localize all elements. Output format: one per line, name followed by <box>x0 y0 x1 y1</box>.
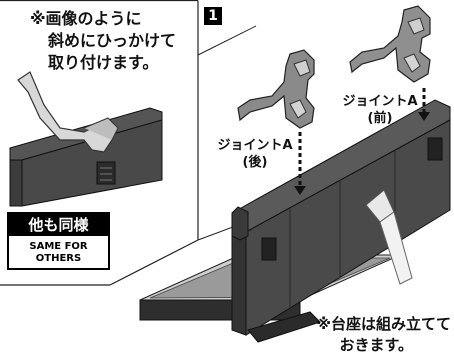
others-english: SAME FOR OTHERS <box>9 241 108 265</box>
bottom-note-line1: ※台座は組み立てて <box>316 315 451 333</box>
joint-front-label-line1: ジョイントA <box>342 94 418 109</box>
others-title-jp: 他も同様 <box>9 214 108 236</box>
inset-instruction-note: ※画像のように 斜めにひっかけて 取り付けます。 <box>30 8 195 74</box>
base-stand <box>139 99 451 343</box>
joint-front-label-line2: (前) <box>367 111 393 126</box>
joint-back-label-line2: (後) <box>242 155 268 170</box>
base-assembly-note: ※台座は組み立てて おきます。 <box>291 314 451 356</box>
same-for-others-box: 他も同様 SAME FOR OTHERS <box>7 212 110 270</box>
joint-a-front-label: ジョイントA (前) <box>321 93 439 127</box>
bottom-note-line2: おきます。 <box>339 336 413 354</box>
insert-arrows <box>294 88 430 195</box>
inset-note-line1: ※画像のように <box>30 9 142 28</box>
inset-note-line2: 斜めにひっかけて <box>48 31 177 50</box>
joint-back-label-line1: ジョイントA <box>217 138 293 153</box>
inset-closeup <box>9 71 163 207</box>
step-number-badge: 1 <box>204 7 222 25</box>
inset-note-line3: 取り付けます。 <box>48 53 159 72</box>
joint-a-back <box>237 49 315 129</box>
others-en-line2: OTHERS <box>35 253 82 264</box>
others-en-line1: SAME FOR <box>29 241 88 252</box>
joint-a-back-label: ジョイントA (後) <box>196 137 314 171</box>
joint-a-front <box>349 5 431 83</box>
